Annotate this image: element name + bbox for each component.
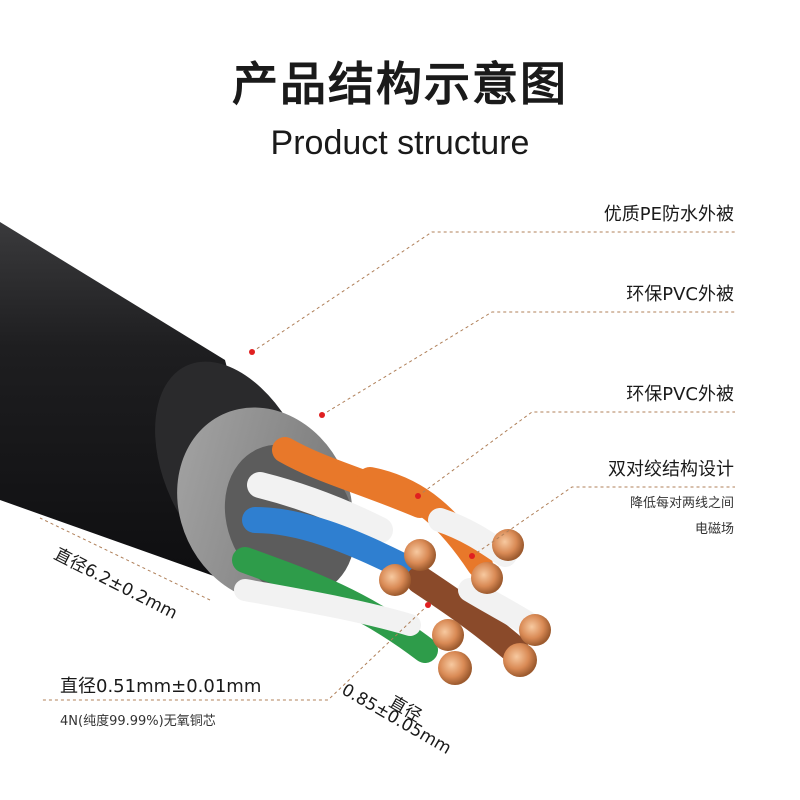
copper-end — [503, 643, 537, 677]
label-twisted-pair: 双对绞结构设计 — [608, 459, 734, 480]
wire-orange-2 — [357, 467, 493, 578]
label-pvc-jacket-1: 环保PVC外被 — [626, 284, 734, 305]
copper-end — [519, 614, 551, 646]
copper-end — [492, 529, 524, 561]
label-twisted-pair-desc-2: 电磁场 — [694, 522, 734, 537]
page-subtitle: Product structure — [270, 124, 530, 162]
wire-brown — [406, 566, 529, 664]
marker-dots — [249, 349, 475, 608]
label-conductor-material: 4N(纯度99.99%)无氧铜芯 — [60, 714, 216, 729]
label-conductor-diameter: 直径0.51mm±0.01mm — [60, 676, 262, 697]
wire-blue — [242, 507, 413, 578]
leader-lines — [39, 231, 735, 701]
label-twisted-pair-desc-1: 降低每对两线之间 — [629, 496, 734, 511]
copper-end — [404, 539, 436, 571]
label-pvc-jacket-2: 环保PVC外被 — [626, 384, 734, 405]
copper-end — [471, 562, 503, 594]
wire-white-1 — [247, 472, 393, 543]
copper-end — [438, 651, 472, 685]
copper-end — [432, 619, 464, 651]
label-outer-jacket: 优质PE防水外被 — [603, 204, 734, 225]
page-title: 产品结构示意图 — [232, 57, 568, 111]
wire-white-4 — [234, 579, 421, 636]
copper-end — [379, 564, 411, 596]
